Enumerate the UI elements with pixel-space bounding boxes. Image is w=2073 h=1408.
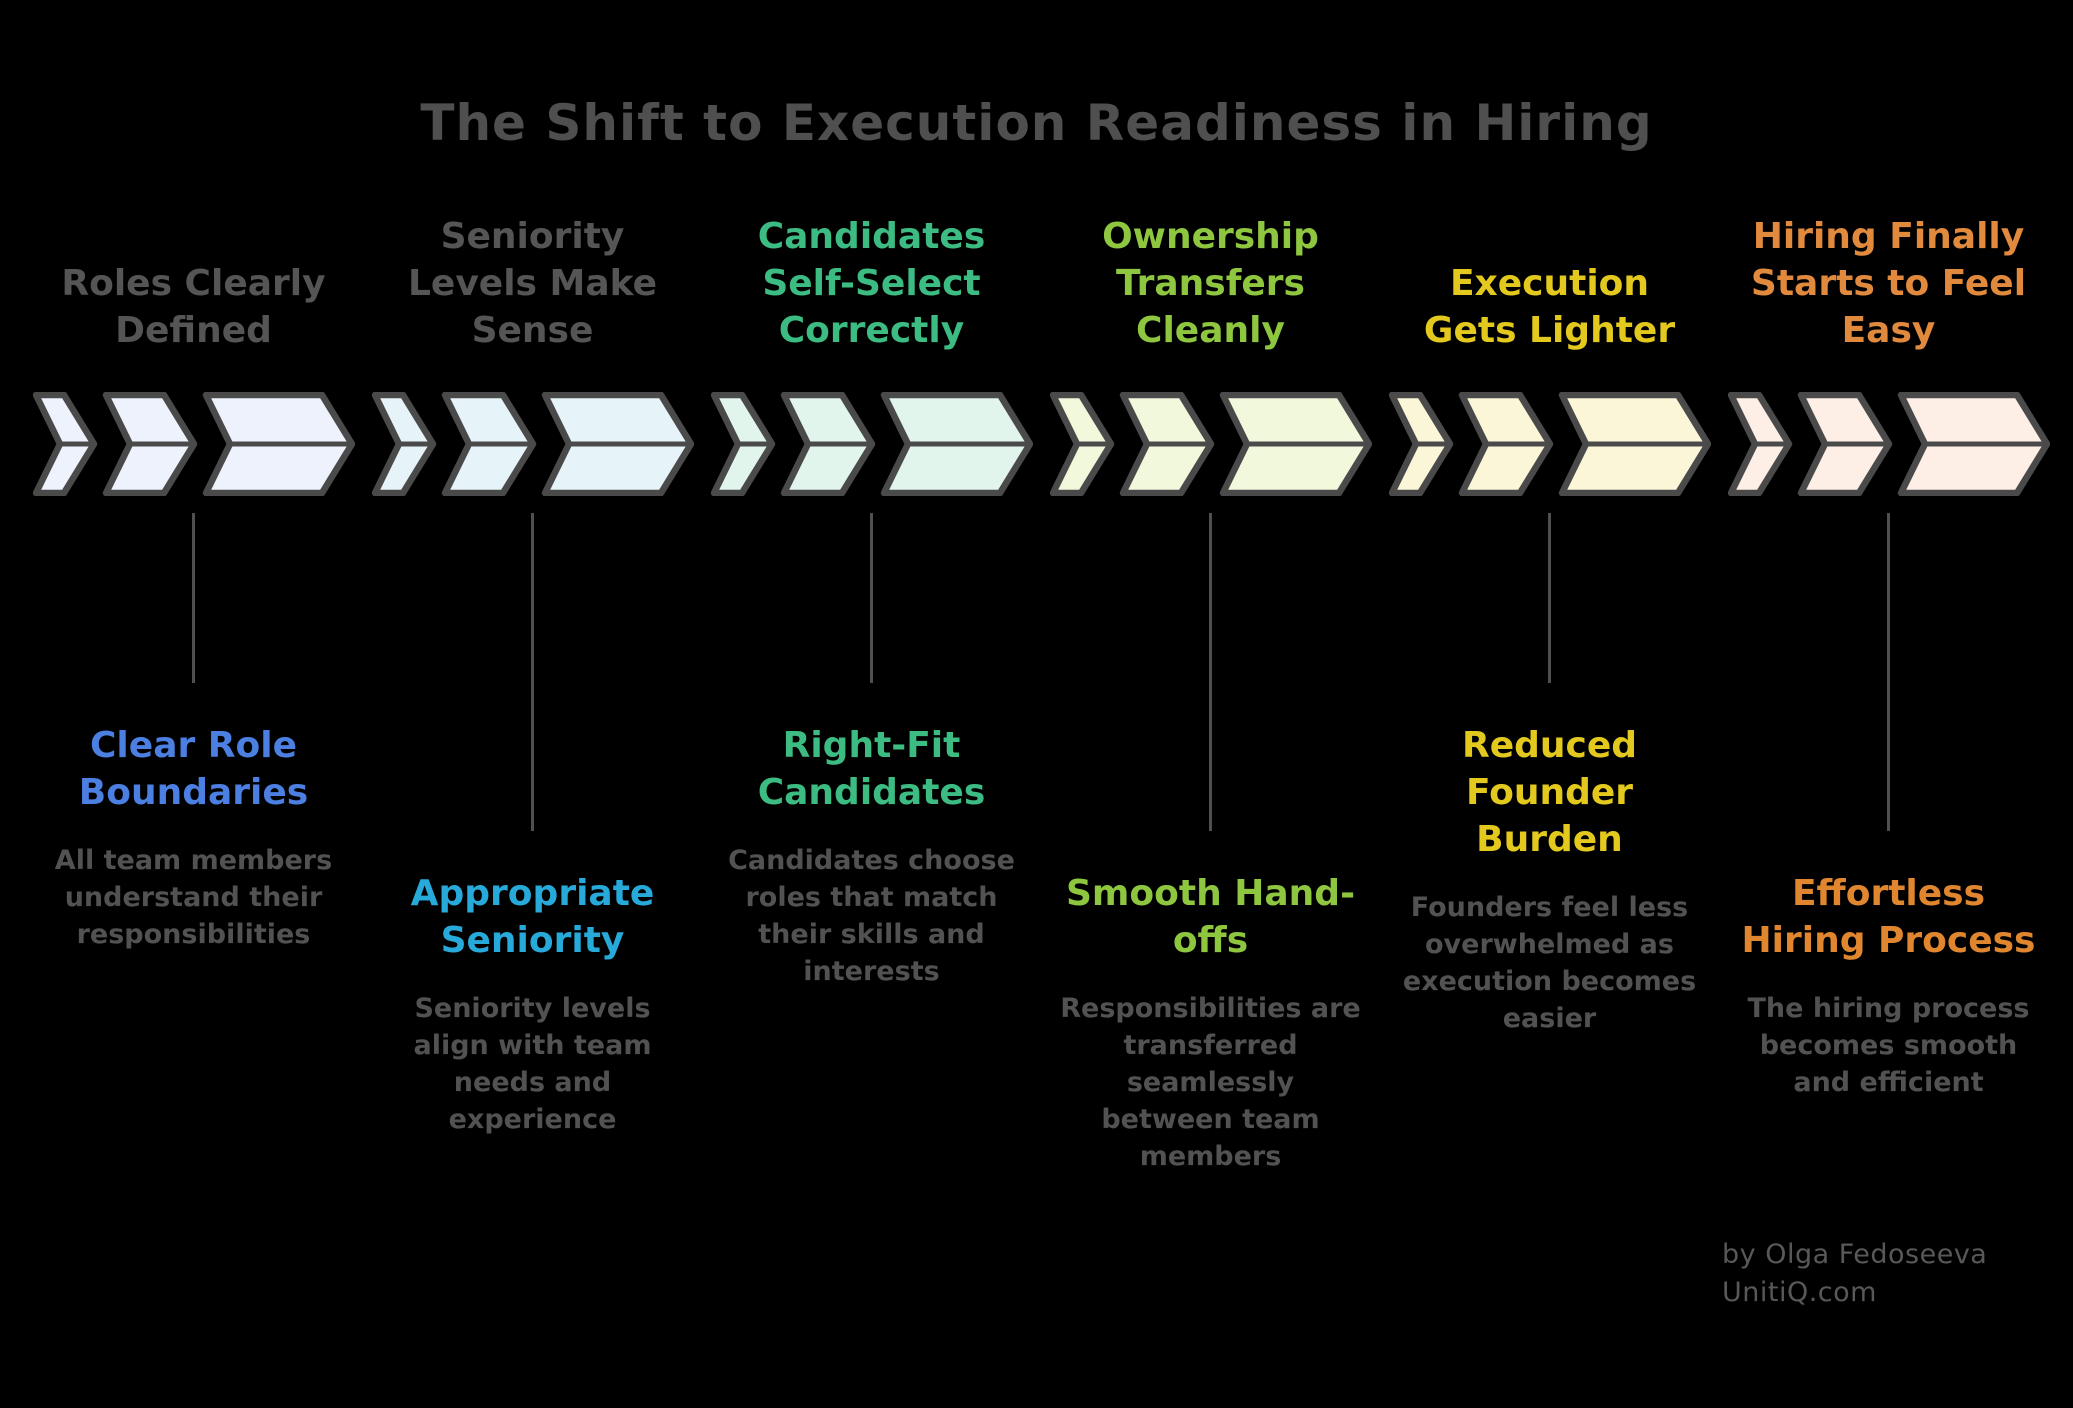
connector-line bbox=[870, 513, 873, 683]
stage-label: Reduced Founder Burden bbox=[1461, 725, 1638, 860]
stage-title: Seniority Levels Make Sense bbox=[407, 216, 658, 351]
stage-title-box: Roles Clearly Defined bbox=[61, 128, 325, 362]
stage-title-box: Execution Gets Lighter bbox=[1424, 128, 1675, 362]
chevron-arrows-icon bbox=[32, 392, 355, 496]
chevron-arrows-icon bbox=[710, 392, 1033, 496]
stage-title: Roles Clearly Defined bbox=[61, 263, 326, 351]
stage-description: Candidates choose roles that match their… bbox=[728, 845, 1015, 987]
stage-label: Appropriate Seniority bbox=[410, 873, 655, 961]
stage-title-box: Ownership Transfers Cleanly bbox=[1102, 128, 1319, 362]
chevron-arrows-icon bbox=[1727, 392, 2050, 496]
stage-title: Candidates Self-Select Correctly bbox=[757, 216, 986, 351]
stage-title-box: Candidates Self-Select Correctly bbox=[758, 128, 986, 362]
stage-title-box: Seniority Levels Make Sense bbox=[408, 128, 657, 362]
diagram-title: The Shift to Execution Readiness in Hiri… bbox=[420, 94, 1653, 152]
stage-title: Execution Gets Lighter bbox=[1423, 263, 1676, 351]
chevron-arrows-icon bbox=[1388, 392, 1711, 496]
attribution: by Olga Fedoseeva UnitiQ.com bbox=[1722, 1236, 1987, 1312]
connector-line bbox=[192, 513, 195, 683]
stage-hiring-finally-feels-easy: Hiring Finally Starts to Feel Easy Effor… bbox=[1719, 128, 2058, 1175]
attribution-author: by Olga Fedoseeva bbox=[1722, 1239, 1988, 1270]
attribution-website: UnitiQ.com bbox=[1722, 1277, 1877, 1308]
stage-description: The hiring process becomes smooth and ef… bbox=[1747, 993, 2030, 1098]
connector-line bbox=[1548, 513, 1551, 683]
stage-seniority-levels-make-sense: Seniority Levels Make Sense Appropriate … bbox=[363, 128, 702, 1175]
connector-line bbox=[531, 513, 534, 831]
stage-description: Responsibilities are transferred seamles… bbox=[1060, 993, 1361, 1172]
stage-candidates-self-select-correctly: Candidates Self-Select Correctly Right-F… bbox=[702, 128, 1041, 1175]
chevron-arrows-icon bbox=[1049, 392, 1372, 496]
stage-title-box: Hiring Finally Starts to Feel Easy bbox=[1751, 128, 2026, 362]
connector-line bbox=[1209, 513, 1212, 831]
stage-title: Ownership Transfers Cleanly bbox=[1102, 216, 1319, 351]
stage-description: Founders feel less overwhelmed as execut… bbox=[1402, 892, 1697, 1034]
stages-row: Roles Clearly Defined Clear Role Boundar… bbox=[24, 128, 2058, 1175]
stage-title: Hiring Finally Starts to Feel Easy bbox=[1750, 216, 2027, 351]
connector-line bbox=[1887, 513, 1890, 831]
stage-label: Smooth Hand- offs bbox=[1065, 873, 1356, 961]
stage-description: Seniority levels align with team needs a… bbox=[413, 993, 652, 1135]
chevron-arrows-icon bbox=[371, 392, 694, 496]
stage-label: Clear Role Boundaries bbox=[78, 725, 309, 813]
stage-execution-gets-lighter: Execution Gets Lighter Reduced Founder B… bbox=[1380, 128, 1719, 1175]
stage-description: All team members understand their respon… bbox=[54, 845, 333, 950]
stage-label: Right-Fit Candidates bbox=[757, 725, 986, 813]
stage-label: Effortless Hiring Process bbox=[1741, 873, 2036, 961]
stage-roles-clearly-defined: Roles Clearly Defined Clear Role Boundar… bbox=[24, 128, 363, 1175]
stage-ownership-transfers-cleanly: Ownership Transfers Cleanly Smooth Hand-… bbox=[1041, 128, 1380, 1175]
